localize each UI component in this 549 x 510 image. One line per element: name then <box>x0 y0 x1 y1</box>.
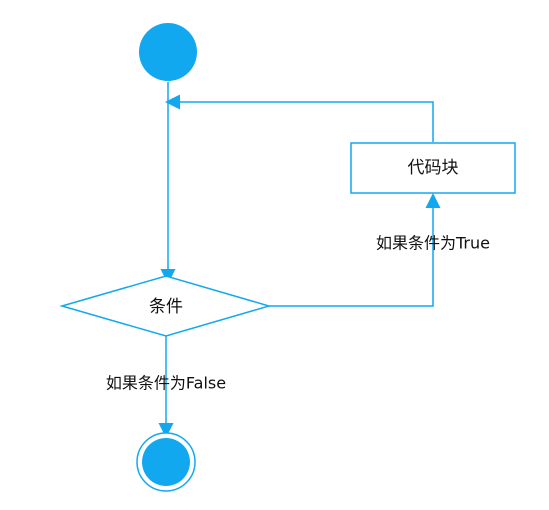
true-edge-label: 如果条件为True <box>376 234 490 253</box>
start-node <box>139 23 197 81</box>
false-edge-label: 如果条件为False <box>106 374 226 393</box>
edge-code-block-loop-back <box>165 94 434 142</box>
code-block-label: 代码块 <box>408 158 459 178</box>
condition-label: 条件 <box>149 297 183 317</box>
end-node-inner <box>142 438 190 486</box>
edge-condition-to-code-block <box>269 193 441 307</box>
